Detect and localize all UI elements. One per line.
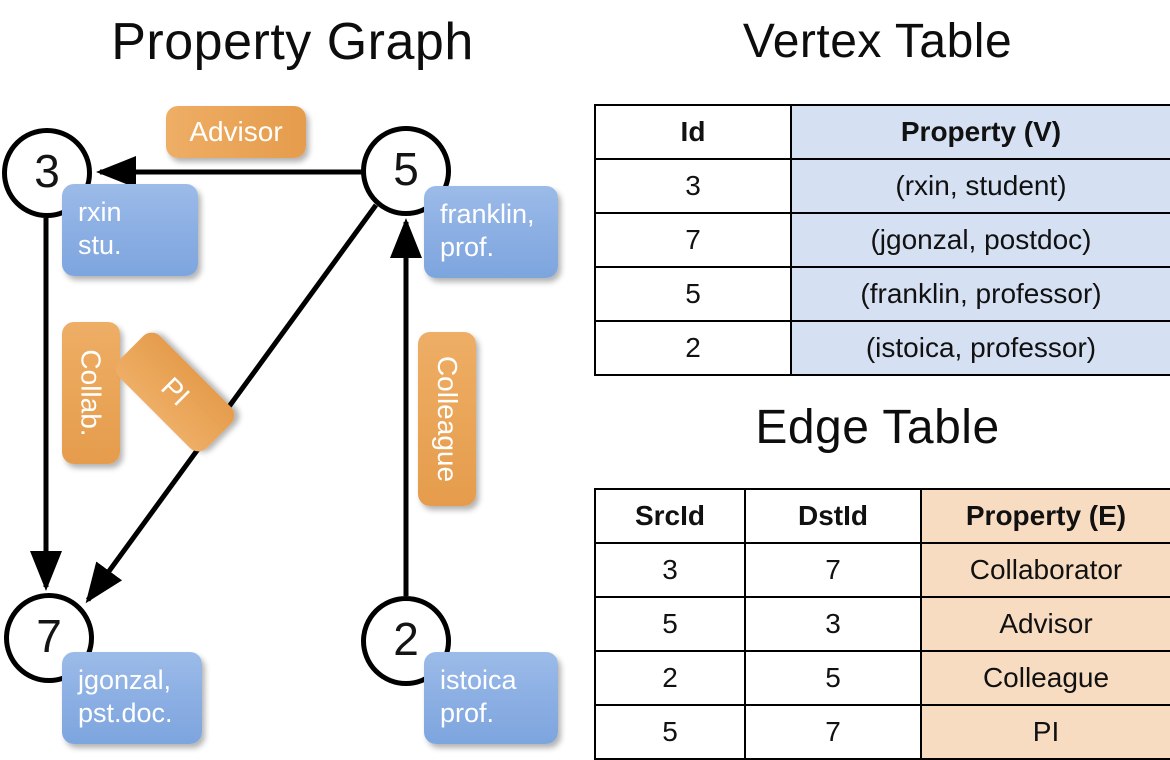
- edge-label-pi-text: PI: [155, 371, 196, 412]
- edge-label-advisor-text: Advisor: [189, 116, 283, 147]
- vertex-property-box-7-line1: jgonzal,: [78, 665, 172, 695]
- vertex-property-box-7: jgonzal, pst.doc.: [62, 652, 202, 744]
- vertex-row-3-id: 2: [594, 320, 792, 376]
- edge-row-3-property: PI: [920, 704, 1170, 760]
- edge-row-3-dst: 7: [744, 704, 922, 760]
- vertex-row-1-id: 7: [594, 212, 792, 268]
- edge-label-advisor: Advisor: [166, 106, 306, 158]
- graph-node-5[interactable]: 5: [361, 126, 451, 216]
- vertex-table-header-row: Id Property (V): [594, 104, 1170, 160]
- vertex-property-box-3: rxin stu.: [62, 184, 198, 276]
- edge-row-1-dst: 3: [744, 596, 922, 652]
- vertex-property-box-3-line2: stu.: [78, 230, 122, 260]
- edge-row-2-src: 2: [594, 650, 746, 706]
- edge-label-colleague: Colleague: [418, 332, 476, 506]
- edge-row-0-src: 3: [594, 542, 746, 598]
- vertex-row-2-id: 5: [594, 266, 792, 322]
- graph-node-7-label: 7: [36, 610, 62, 662]
- graph-node-5-label: 5: [393, 143, 419, 195]
- edge-label-collab-text: Collab.: [76, 349, 108, 437]
- edge-table-header-srcid: SrcId: [594, 488, 746, 544]
- vertex-property-box-3-line1: rxin: [78, 197, 122, 227]
- edge-label-colleague-text: Colleague: [432, 355, 464, 483]
- vertex-row-1-property: (jgonzal, postdoc): [790, 212, 1170, 268]
- table-row: 5 3 Advisor: [594, 596, 1170, 652]
- edge-row-0-dst: 7: [744, 542, 922, 598]
- edge-table: SrcId DstId Property (E) 3 7 Collaborato…: [594, 488, 1170, 760]
- edge-row-3-src: 5: [594, 704, 746, 760]
- edge-table-header-row: SrcId DstId Property (E): [594, 488, 1170, 544]
- graph-node-2-label: 2: [393, 613, 419, 665]
- table-row: 7 (jgonzal, postdoc): [594, 212, 1170, 268]
- edge-row-1-src: 5: [594, 596, 746, 652]
- table-row: 5 (franklin, professor): [594, 266, 1170, 322]
- vertex-row-2-property: (franklin, professor): [790, 266, 1170, 322]
- graph-node-3-label: 3: [34, 145, 60, 197]
- graph-node-2[interactable]: 2: [361, 596, 451, 686]
- vertex-row-0-property: (rxin, student): [790, 158, 1170, 214]
- vertex-row-0-id: 3: [594, 158, 792, 214]
- table-row: 3 7 Collaborator: [594, 542, 1170, 598]
- table-row: 2 (istoica, professor): [594, 320, 1170, 376]
- vertex-property-box-2-line1: istoica: [440, 665, 517, 695]
- edge-table-header-property: Property (E): [920, 488, 1170, 544]
- table-row: 3 (rxin, student): [594, 158, 1170, 214]
- vertex-property-box-7-line2: pst.doc.: [78, 698, 173, 728]
- edge-row-1-property: Advisor: [920, 596, 1170, 652]
- vertex-table-header-property: Property (V): [790, 104, 1170, 160]
- vertex-property-box-2-line2: prof.: [440, 698, 495, 728]
- edge-row-0-property: Collaborator: [920, 542, 1170, 598]
- vertex-property-box-5-line2: prof.: [440, 232, 495, 262]
- edge-row-2-dst: 5: [744, 650, 922, 706]
- property-graph-diagram: 3 5 7 2 rxin stu. franklin, prof. jgonza…: [2, 106, 558, 744]
- vertex-property-box-2: istoica prof.: [424, 652, 558, 744]
- edge-label-collab: Collab.: [62, 322, 120, 464]
- vertex-table: Id Property (V) 3 (rxin, student) 7 (jgo…: [594, 104, 1170, 376]
- page-title-edge-table: Edge Table: [755, 401, 1000, 454]
- page-title-property-graph: Property Graph: [111, 13, 474, 71]
- page-title-vertex-table: Vertex Table: [742, 15, 1013, 68]
- table-row: 2 5 Colleague: [594, 650, 1170, 706]
- edge-table-header-dstid: DstId: [744, 488, 922, 544]
- vertex-row-3-property: (istoica, professor): [790, 320, 1170, 376]
- vertex-property-box-5: franklin, prof.: [424, 186, 558, 278]
- vertex-property-box-5-line1: franklin,: [440, 199, 535, 229]
- edge-row-2-property: Colleague: [920, 650, 1170, 706]
- edge-5-to-7: [85, 203, 379, 604]
- table-row: 5 7 PI: [594, 704, 1170, 760]
- graph-edges-svg: [30, 156, 422, 604]
- vertex-table-header-id: Id: [594, 104, 792, 160]
